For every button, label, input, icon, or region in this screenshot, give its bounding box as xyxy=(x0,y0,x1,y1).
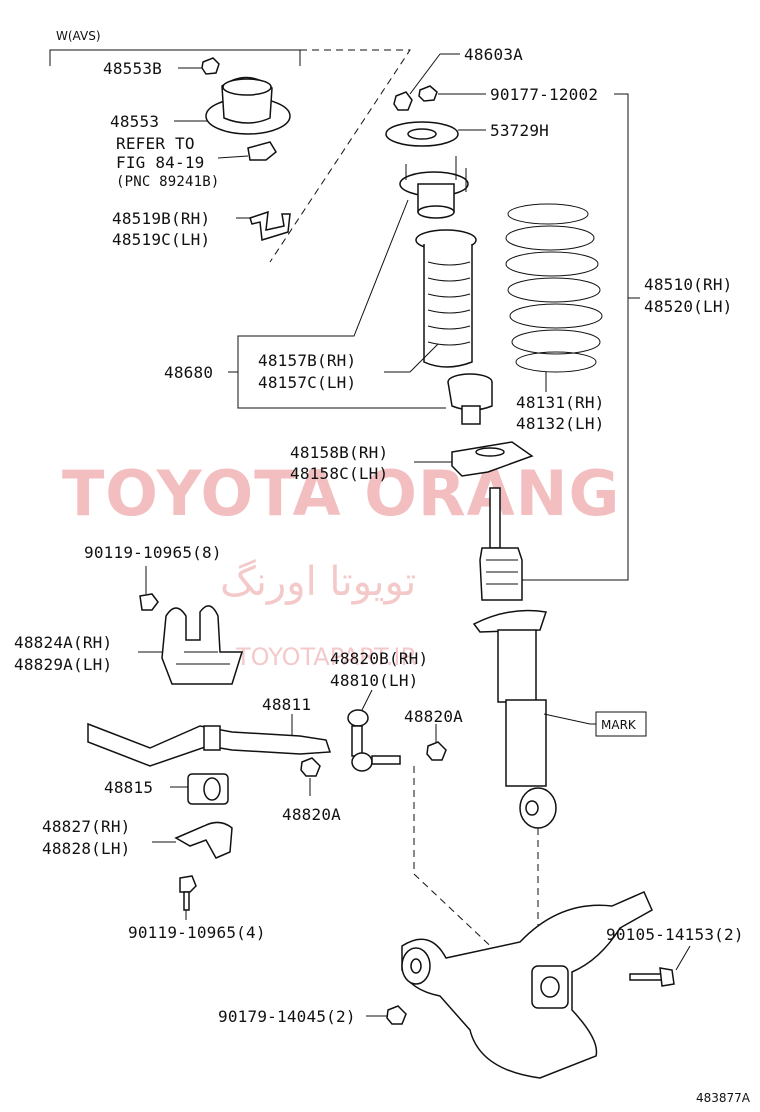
label-48510: 48510(RH) xyxy=(644,275,733,294)
bushing-48815[interactable] xyxy=(187,773,229,805)
lower-control-arm xyxy=(401,891,653,1079)
leader-48680-low xyxy=(237,372,446,409)
label-48815: 48815 xyxy=(104,778,153,797)
bracket-48827[interactable] xyxy=(174,821,233,859)
label-90177: 90177-12002 xyxy=(490,85,598,104)
watermark-url: TOYOTAPART.IR xyxy=(235,643,417,671)
label-48520: 48520(LH) xyxy=(644,297,733,316)
avs-bracket xyxy=(49,49,301,66)
label-48132: 48132(LH) xyxy=(516,414,605,433)
damper-48553[interactable] xyxy=(205,76,291,135)
label-48603a: 48603A xyxy=(464,45,523,64)
label-48820b: 48820B(RH) xyxy=(330,649,428,668)
bolt-90105 xyxy=(629,967,675,987)
label-48810: 48810(LH) xyxy=(330,671,419,690)
label-48158c: 48158C(LH) xyxy=(290,464,388,483)
bumper-48157[interactable] xyxy=(415,229,477,368)
label-90119-4: 90119-10965(4) xyxy=(128,923,266,942)
label-48820a-top: 48820A xyxy=(404,707,463,726)
label-48680: 48680 xyxy=(164,363,213,382)
support-48680[interactable] xyxy=(399,156,469,219)
label-48824a: 48824A(RH) xyxy=(14,633,112,652)
insulator-lower xyxy=(447,373,493,425)
label-90179: 90179-14045(2) xyxy=(218,1007,356,1026)
label-48828: 48828(LH) xyxy=(42,839,131,858)
watermark-main: TOYOTA ORANG xyxy=(62,457,620,530)
bracket-48824a[interactable] xyxy=(161,605,244,685)
leader-48680 xyxy=(228,199,409,373)
sensor-connector xyxy=(247,141,277,161)
shock-absorber[interactable] xyxy=(472,487,557,829)
label-48131: 48131(RH) xyxy=(516,393,605,412)
label-48820a-bottom: 48820A xyxy=(282,805,341,824)
label-48519b: 48519B(RH) xyxy=(112,209,210,228)
plate-53729h[interactable] xyxy=(385,121,459,147)
label-mark: MARK xyxy=(601,718,637,732)
watermark-persian: تویوتا اورنگ xyxy=(220,559,416,605)
stabilizer-bar-48811[interactable] xyxy=(87,722,332,767)
label-fig-84-19: FIG 84-19 xyxy=(116,153,205,172)
avs-dashed-guide xyxy=(269,49,411,263)
label-48553b: 48553B xyxy=(103,59,162,78)
nut-48820a-right xyxy=(426,741,447,761)
label-refer-to: REFER TO xyxy=(116,134,195,153)
mark-box xyxy=(595,711,647,737)
nut-90179 xyxy=(386,1005,407,1025)
label-48158b: 48158B(RH) xyxy=(290,443,388,462)
leader-mark xyxy=(543,713,596,725)
label-53729h: 53729H xyxy=(490,121,549,140)
insulator-48158[interactable] xyxy=(451,441,534,477)
dashed-guide-link xyxy=(413,766,519,973)
label-48829a: 48829A(LH) xyxy=(14,655,112,674)
coil-spring-48131[interactable] xyxy=(505,203,603,373)
bolt-90119-top xyxy=(139,593,159,611)
label-48827: 48827(RH) xyxy=(42,817,131,836)
label-48519c: 48519C(LH) xyxy=(112,230,210,249)
nut-48603a xyxy=(393,91,413,111)
label-pnc: (PNC 89241B) xyxy=(116,174,220,190)
label-48157c: 48157C(LH) xyxy=(258,373,356,392)
nut-90177 xyxy=(418,85,438,102)
label-48811: 48811 xyxy=(262,695,311,714)
leader-48510 xyxy=(522,93,629,581)
bolt-90119-bottom xyxy=(179,875,197,911)
label-48553: 48553 xyxy=(110,112,159,131)
nut-48553b xyxy=(201,57,220,75)
label-90119-8: 90119-10965(8) xyxy=(84,543,222,562)
bracket-48519[interactable] xyxy=(249,210,291,241)
label-avs: W(AVS) xyxy=(56,29,101,43)
label-90105: 90105-14153(2) xyxy=(606,925,744,944)
nut-48820a-bottom xyxy=(300,757,321,777)
figure-number: 483877A xyxy=(696,1091,751,1105)
stabilizer-link-48810[interactable] xyxy=(347,709,401,772)
label-48157b: 48157B(RH) xyxy=(258,351,356,370)
